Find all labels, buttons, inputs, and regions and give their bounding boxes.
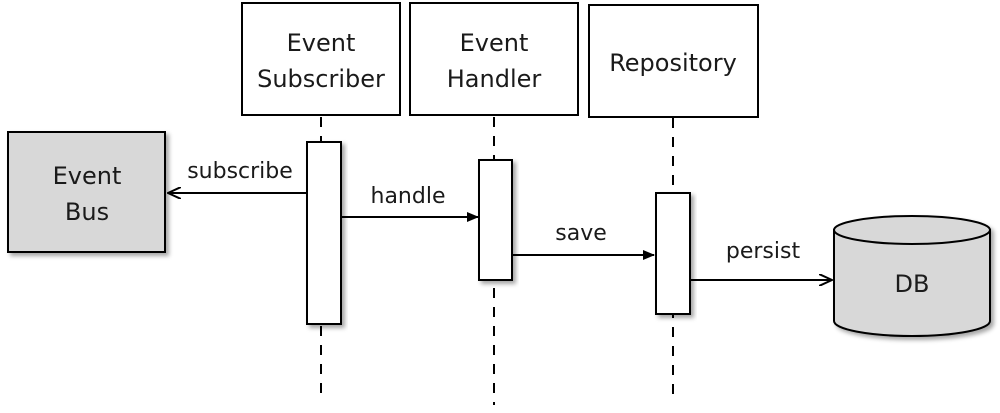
event-handler-label-line1: Event	[460, 29, 529, 57]
persist-message: persist	[691, 239, 832, 280]
save-label: save	[555, 221, 607, 246]
repository-activation	[655, 192, 691, 315]
repository-label: Repository	[609, 49, 737, 77]
event-handler-participant: Event Handler	[409, 2, 579, 116]
event-bus-node: Event Bus	[7, 131, 166, 253]
event-subscriber-label-line2: Subscriber	[257, 65, 385, 93]
db-cylinder: DB	[833, 215, 991, 337]
repository-participant: Repository	[588, 4, 759, 118]
event-bus-label-line2: Bus	[65, 198, 109, 226]
handle-label: handle	[371, 184, 446, 209]
event-handler-label-line2: Handler	[447, 65, 542, 93]
subscribe-message: subscribe	[168, 159, 306, 193]
save-message: save	[513, 221, 655, 260]
event-bus-label-line1: Event	[53, 162, 122, 190]
db-label: DB	[895, 270, 930, 298]
persist-label: persist	[726, 239, 801, 264]
event-subscriber-activation	[306, 141, 342, 325]
handle-message: handle	[342, 184, 479, 222]
event-subscriber-label-line1: Event	[287, 29, 356, 57]
event-handler-activation	[478, 159, 513, 281]
event-subscriber-participant: Event Subscriber	[241, 2, 401, 116]
subscribe-label: subscribe	[187, 159, 293, 184]
